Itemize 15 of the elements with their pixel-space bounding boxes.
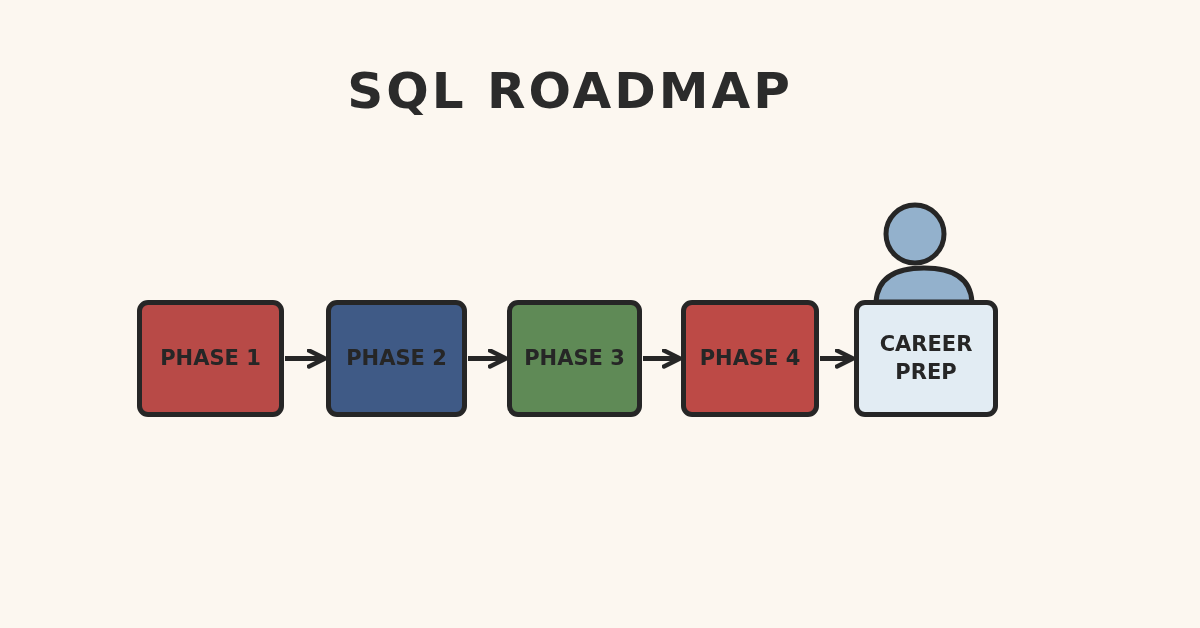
process-box [326, 300, 467, 417]
box-label: PHASE 1 [159, 344, 262, 372]
title: SQL ROADMAP [346, 62, 794, 120]
arrow [820, 348, 856, 369]
arrow [285, 348, 328, 369]
process-box [681, 300, 819, 417]
box-label: CAREER PREP [878, 331, 974, 386]
box-label: PHASE 4 [698, 344, 802, 372]
process-box [507, 300, 642, 417]
process-box [854, 300, 998, 417]
arrow [643, 348, 683, 369]
process-box [137, 300, 284, 417]
arrow [468, 348, 509, 369]
box-label: PHASE 3 [523, 344, 626, 372]
box-label: PHASE 2 [345, 344, 448, 372]
